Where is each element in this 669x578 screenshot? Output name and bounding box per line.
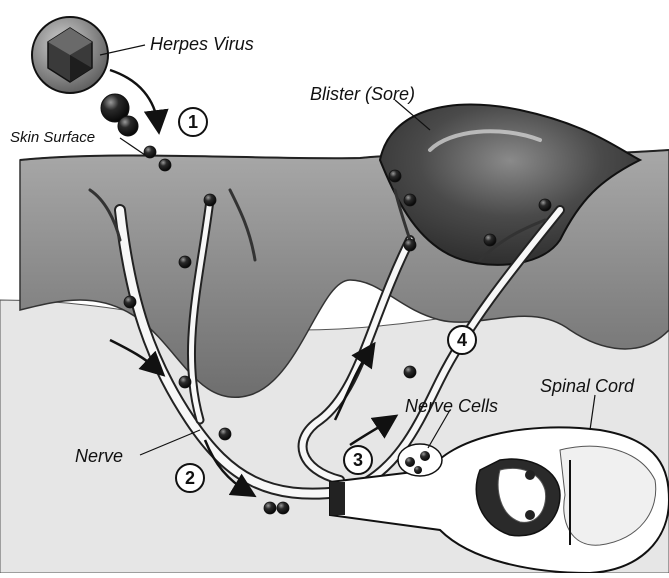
label-nerve: Nerve — [75, 446, 123, 466]
step-4-number: 4 — [457, 330, 467, 350]
step-2-number: 2 — [185, 468, 195, 488]
label-spinal-cord: Spinal Cord — [540, 376, 635, 396]
label-nerve-cells: Nerve Cells — [405, 396, 498, 416]
nerve-cells — [398, 444, 442, 476]
step-1-number: 1 — [188, 112, 198, 132]
label-herpes-virus: Herpes Virus — [150, 34, 254, 54]
step-3-number: 3 — [353, 450, 363, 470]
free-virus-particles — [101, 94, 138, 136]
label-skin-surface: Skin Surface — [10, 129, 95, 146]
herpes-virus-illustration — [32, 17, 108, 93]
label-blister: Blister (Sore) — [310, 84, 415, 104]
